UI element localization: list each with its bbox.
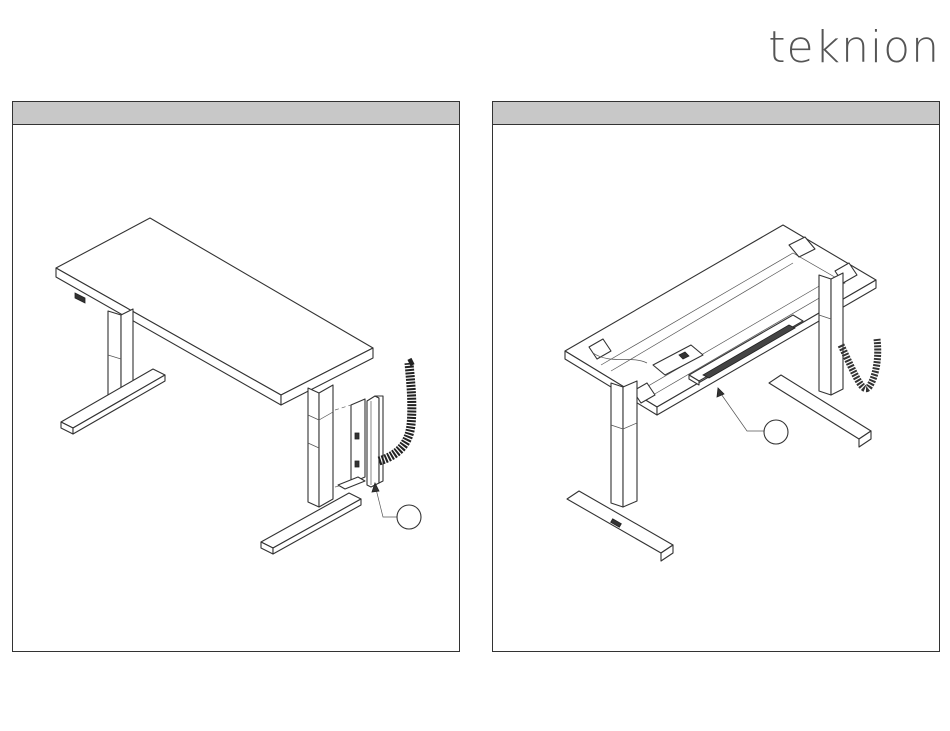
callout-leader xyxy=(719,391,765,431)
panel-header-left-label xyxy=(13,102,459,108)
left-leg-column xyxy=(611,383,623,507)
spine-bracket xyxy=(351,399,365,483)
desk-underside-illustration xyxy=(493,125,939,651)
cable-chain xyxy=(379,363,412,461)
control-handset xyxy=(75,293,85,303)
instruction-panel-right xyxy=(492,101,940,652)
cable-spine-channel xyxy=(367,396,379,487)
instruction-panel-left xyxy=(12,101,460,652)
panel-header-right-label xyxy=(493,102,939,108)
callout-circle-left xyxy=(397,505,421,529)
right-leg-column xyxy=(819,275,831,395)
cable-chain xyxy=(841,339,878,389)
desk-top xyxy=(56,218,373,395)
panel-header-left xyxy=(13,102,459,125)
panel-header-right xyxy=(493,102,939,125)
teknion-logo: teknion xyxy=(768,22,940,73)
callout-circle-right xyxy=(764,420,788,444)
desk-cable-spine-illustration xyxy=(13,125,459,651)
